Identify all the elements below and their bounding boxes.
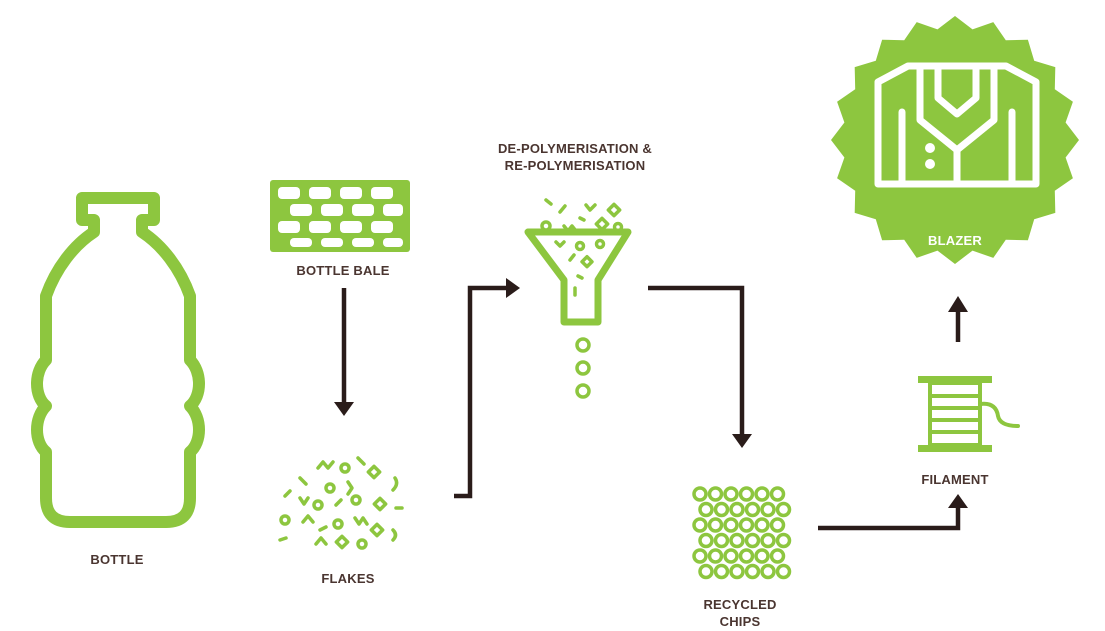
chip-ring <box>707 486 724 502</box>
chip-ring <box>698 532 714 549</box>
bottle-label: BOTTLE <box>90 552 144 567</box>
chip-ring <box>775 563 792 580</box>
chip-ring <box>692 548 708 564</box>
arrow-funnel-to-chips <box>648 285 745 436</box>
arrow-flakes-to-funnel <box>454 285 508 499</box>
chip-ring <box>713 501 730 518</box>
filament-label: FILAMENT <box>921 472 989 487</box>
chip-ring <box>692 486 708 502</box>
chip-ring <box>729 563 745 580</box>
funnel-icon <box>524 198 632 399</box>
blazer-icon <box>874 62 1040 188</box>
chip-ring <box>769 548 786 564</box>
recycled-chips-label-line1: RECYCLED <box>703 597 777 612</box>
chip-ring <box>760 563 776 580</box>
chip-ring <box>760 501 776 518</box>
chip-ring <box>723 517 739 533</box>
chip-ring <box>738 548 755 564</box>
spool-icon <box>918 376 1020 452</box>
flakes-icon <box>278 456 404 550</box>
chip-ring <box>707 517 724 533</box>
chip-ring <box>707 548 724 564</box>
chip-ring <box>723 548 739 564</box>
chip-ring <box>775 501 792 518</box>
chip-ring <box>698 563 714 580</box>
chip-ring <box>723 486 739 502</box>
bottle-bale-icon <box>270 180 410 252</box>
process-arrows <box>341 285 961 531</box>
chip-ring <box>738 517 755 533</box>
chip-ring <box>744 501 761 518</box>
chip-ring <box>744 532 761 549</box>
chip-ring <box>760 532 776 549</box>
bottle-bale-label: BOTTLE BALE <box>296 263 390 278</box>
blazer-label: BLAZER <box>928 233 982 248</box>
arrow-heads <box>334 278 968 508</box>
chip-ring <box>769 517 786 533</box>
arrow-chips-to-filament <box>818 506 961 531</box>
blazer-badge <box>831 16 1079 264</box>
chip-ring <box>754 517 770 533</box>
chip-ring <box>729 532 745 549</box>
polymerisation-label-line1: DE-POLYMERISATION & <box>497 141 653 156</box>
chip-ring <box>713 563 730 580</box>
chip-ring <box>692 517 708 533</box>
polymerisation-label-line2: RE-POLYMERISATION <box>504 158 646 173</box>
chip-ring <box>698 501 714 518</box>
chip-ring <box>754 486 770 502</box>
recycled-chips-icon <box>692 486 792 580</box>
chip-ring <box>754 548 770 564</box>
chip-ring <box>769 486 786 502</box>
chip-ring <box>744 563 761 580</box>
chip-ring <box>775 532 792 549</box>
recycled-chips-label-line2: CHIPS <box>719 614 761 629</box>
chip-ring <box>729 501 745 518</box>
flakes-label: FLAKES <box>321 571 375 586</box>
chip-ring <box>713 532 730 549</box>
plastic-bottle-icon <box>31 192 205 528</box>
chip-ring <box>738 486 755 502</box>
